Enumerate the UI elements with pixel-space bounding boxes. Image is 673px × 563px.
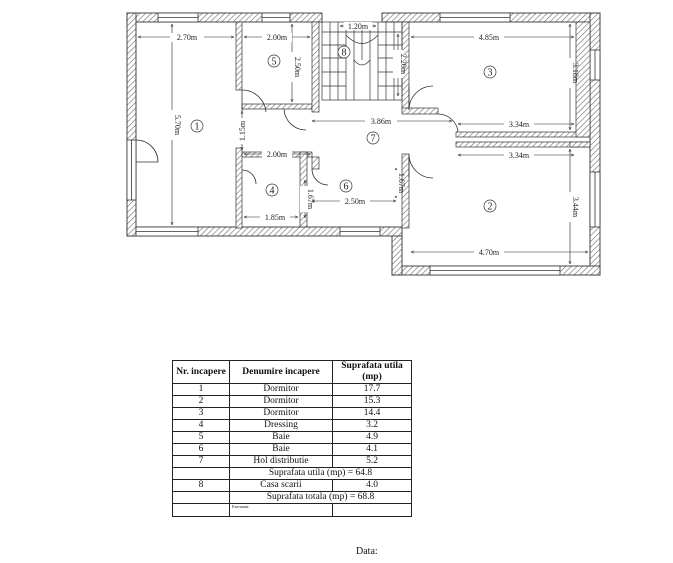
dim-label: 3.18m <box>571 63 580 84</box>
windows <box>126 12 601 276</box>
dim-label: 3.34m <box>509 151 530 160</box>
cell-area: 15.3 <box>332 395 412 408</box>
cell-nr: 4 <box>172 419 230 432</box>
cell-name: Dormitor <box>229 383 333 396</box>
cell-name: Baie <box>229 431 333 444</box>
room-label: 6 <box>344 182 349 193</box>
room-label: 8 <box>342 48 347 59</box>
table-row: 5 Baie 4.9 <box>172 431 412 444</box>
cell-name: Casa scarii <box>229 479 333 492</box>
room-number-labels: 1 2 3 4 5 6 7 8 <box>195 48 493 213</box>
dimension-labels: 2.70m 2.00m 1.20m 4.85m 5.70m 2.50m 2.20… <box>167 22 580 257</box>
room-numbers <box>190 45 497 213</box>
room-label: 1 <box>195 122 200 133</box>
dim-label: 2.70m <box>177 33 198 42</box>
subtotal-cell: Suprafata utila (mp) = 64.8 <box>229 467 412 480</box>
room-label: 5 <box>272 57 277 68</box>
table-row: 8 Casa scarii 4.0 <box>172 479 412 492</box>
col-header-name: Denumire incapere <box>229 360 333 384</box>
room-label: 2 <box>488 202 493 213</box>
cell-nr: 5 <box>172 431 230 444</box>
dim-label: 2.20m <box>399 54 408 75</box>
dim-label: 1.67m <box>397 173 406 194</box>
cell-nr: 3 <box>172 407 230 420</box>
table-row: 3 Dormitor 14.4 <box>172 407 412 420</box>
table-row: 6 Baie 4.1 <box>172 443 412 456</box>
table-row: 4 Dressing 3.2 <box>172 419 412 432</box>
room-label: 7 <box>371 134 376 145</box>
dim-label: 3.34m <box>509 120 530 129</box>
total-cell: Suprafata totala (mp) = 68.8 <box>229 491 412 504</box>
cell-nr: 7 <box>172 455 230 468</box>
table-header-row: Nr. incapere Denumire incapere Suprafata… <box>172 360 412 384</box>
cell-area: 4.1 <box>332 443 412 456</box>
col-header-area: Suprafata utila (mp) <box>332 360 412 384</box>
cell-area: 14.4 <box>332 407 412 420</box>
dim-label: 2.50m <box>345 197 366 206</box>
dim-label: 1.20m <box>348 22 369 31</box>
table-row: 7 Hol distributie 5.2 <box>172 455 412 468</box>
table-row: 1 Dormitor 17.7 <box>172 383 412 396</box>
dim-label: 2.00m <box>267 33 288 42</box>
room-label: 4 <box>270 186 275 197</box>
doors <box>135 85 459 186</box>
table-footer-row: Executant: <box>172 503 412 517</box>
table-row: 2 Dormitor 15.3 <box>172 395 412 408</box>
dim-label: 3.44m <box>571 197 580 218</box>
dim-label: 2.00m <box>267 150 288 159</box>
dim-label: 1.85m <box>265 213 286 222</box>
cell-area: 17.7 <box>332 383 412 396</box>
cell-nr: 1 <box>172 383 230 396</box>
dim-label: 1.15m <box>238 120 247 141</box>
table-total-row: Suprafata totala (mp) = 68.8 <box>172 491 412 504</box>
dim-label: 2.50m <box>293 57 302 78</box>
room-label: 3 <box>488 68 493 79</box>
cell-area: 5.2 <box>332 455 412 468</box>
cell-nr: 8 <box>172 479 230 492</box>
cell-name: Dormitor <box>229 407 333 420</box>
dim-label: 5.70m <box>173 115 182 136</box>
dim-label: 3.86m <box>371 117 392 126</box>
cell-area: 3.2 <box>332 419 412 432</box>
staircase <box>321 21 403 101</box>
floor-plan: 2.70m 2.00m 1.20m 4.85m 5.70m 2.50m 2.20… <box>126 12 601 276</box>
cell-area: 4.9 <box>332 431 412 444</box>
cell-nr: 2 <box>172 395 230 408</box>
area-table: Nr. incapere Denumire incapere Suprafata… <box>172 360 412 517</box>
dim-label: 4.85m <box>479 33 500 42</box>
dim-label: 1.67m <box>306 189 315 210</box>
cell-area: 4.0 <box>332 479 412 492</box>
cell-name: Hol distributie <box>229 455 333 468</box>
cell-name: Dressing <box>229 419 333 432</box>
cell-nr: 6 <box>172 443 230 456</box>
cell-name: Baie <box>229 443 333 456</box>
cell-name: Dormitor <box>229 395 333 408</box>
date-label: Data: <box>356 546 378 557</box>
dim-label: 4.70m <box>479 248 500 257</box>
table-subtotal-row: Suprafata utila (mp) = 64.8 <box>172 467 412 480</box>
footer-small-text: Executant: <box>229 503 333 517</box>
col-header-nr: Nr. incapere <box>172 360 230 384</box>
